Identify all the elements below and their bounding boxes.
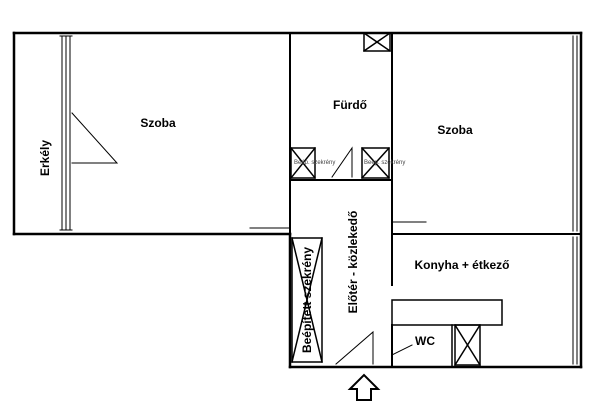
room-label-szoba-left: Szoba (140, 116, 176, 130)
vent-shaft-top (362, 31, 392, 53)
closet-right (360, 146, 391, 180)
door-swings (71, 112, 427, 365)
kitchen-counter (391, 299, 503, 326)
closet-label-left: Beép. szekrény (294, 160, 335, 166)
outer-walls (12, 31, 583, 369)
room-label-konyha: Konyha + étkező (414, 258, 509, 272)
entrance-arrow-icon (347, 373, 381, 401)
room-label-eloter: Előtér - közlekedő (346, 211, 360, 314)
window-right-upper (572, 35, 578, 232)
vent-shaft-wc (453, 323, 482, 367)
balcony-door (59, 35, 73, 231)
closet-label-right: Beép. szekrény (364, 160, 405, 166)
room-label-wc: WC (415, 334, 435, 348)
interior-walls (289, 32, 582, 368)
closet-left (289, 146, 317, 180)
room-label-szoba-right: Szoba (437, 123, 473, 137)
room-label-beepitett: Beépített szekrény (300, 247, 314, 353)
room-label-furdo: Fürdő (333, 98, 367, 112)
window-right-lower (572, 236, 578, 365)
wardrobe-built-in (291, 237, 323, 363)
room-label-erkely: Erkély (38, 140, 52, 176)
